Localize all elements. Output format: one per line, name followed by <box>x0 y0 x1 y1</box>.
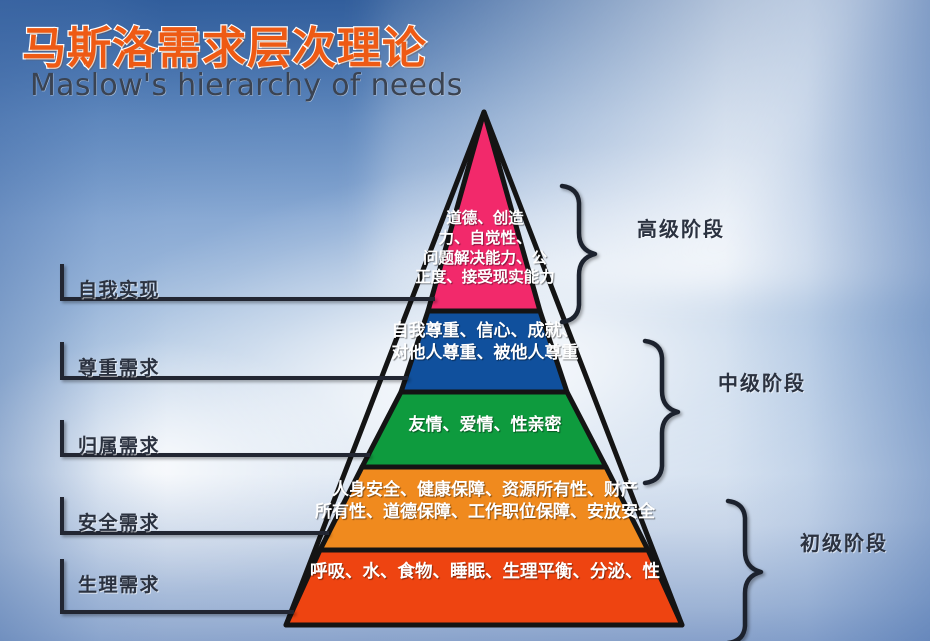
stage-label-intermediate: 中级阶段 <box>718 371 806 395</box>
level-label-esteem: 尊重需求 <box>78 357 161 379</box>
page-title-english: Maslow's hierarchy of needs <box>30 68 463 103</box>
level-label-self-actualization: 自我实现 <box>78 279 161 301</box>
level-label-physiological: 生理需求 <box>78 574 161 596</box>
tier-content-self-actualization: 道德、创造 力、自觉性、 问题解决能力、公 正度、接受现实能力 <box>415 209 555 287</box>
stage-label-advanced: 高级阶段 <box>637 217 725 241</box>
level-label-safety: 安全需求 <box>78 512 161 534</box>
level-label-belonging: 归属需求 <box>78 435 161 457</box>
tier-content-physiological: 呼吸、水、食物、睡眠、生理平衡、分泌、性 <box>310 562 660 582</box>
page-title-chinese: 马斯洛需求层次理论 <box>21 22 427 75</box>
tier-content-esteem: 自我尊重、信心、成就、 对他人尊重、被他人尊重 <box>391 321 579 363</box>
stage-label-primary: 初级阶段 <box>800 531 888 555</box>
tier-content-safety: 人身安全、健康保障、资源所有性、财产 所有性、道德保障、工作职位保障、安放安全 <box>315 480 655 522</box>
tier-content-belonging: 友情、爱情、性亲密 <box>408 415 562 435</box>
